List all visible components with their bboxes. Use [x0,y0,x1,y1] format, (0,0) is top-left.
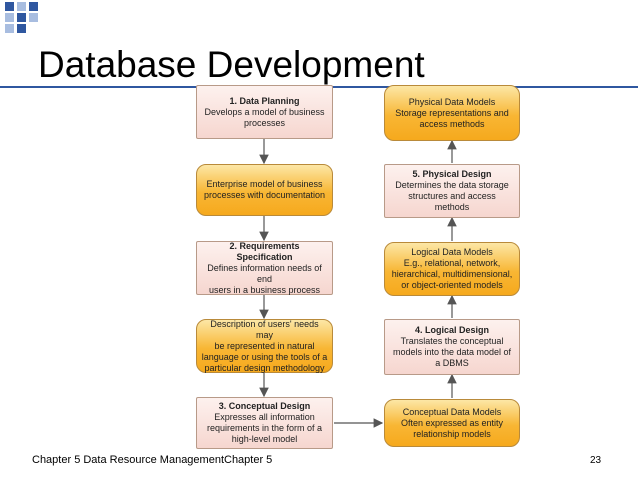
corner-square [5,24,14,33]
corner-square [17,2,26,11]
box-heading: 5. Physical Design [412,169,492,179]
conceptual-design-box: 3. Conceptual Design Expresses all infor… [196,397,333,449]
conceptual-data-models-box: Conceptual Data Models Often expressed a… [384,399,520,447]
box-heading: 4. Logical Design [414,325,490,335]
box-heading: 3. Conceptual Design [218,401,311,411]
corner-square [17,24,26,33]
box-body: Expresses all information requirements i… [206,412,323,444]
box-body: Develops a model of business processes [204,106,325,128]
box-body: Physical Data Models Storage representat… [395,96,509,129]
corner-square [17,13,26,22]
box-body: Enterprise model of business processes w… [203,179,326,200]
box-body: Determines the data storage structures a… [395,180,509,212]
data-planning-box: 1. Data Planning Develops a model of bus… [196,85,333,139]
box-body: Defines information needs of end users i… [207,262,322,295]
slide-footer: Chapter 5 Data Resource ManagementChapte… [32,454,273,466]
users-needs-box: Description of users' needs may be repre… [196,319,333,373]
corner-square [5,2,14,11]
corner-square [29,13,38,22]
slide-title: Database Development [38,44,425,85]
box-heading: 2. Requirements Specification [229,240,300,262]
box-body: Translates the conceptual models into th… [392,336,512,368]
requirements-specification-box: 2. Requirements Specification Defines in… [196,241,333,295]
physical-design-box: 5. Physical Design Determines the data s… [384,164,520,218]
logical-design-box: 4. Logical Design Translates the concept… [384,319,520,375]
logical-data-models-box: Logical Data Models E.g., relational, ne… [384,242,520,296]
box-heading: 1. Data Planning [229,95,300,106]
box-body: Conceptual Data Models Often expressed a… [400,406,504,439]
physical-data-models-box: Physical Data Models Storage representat… [384,85,520,141]
box-body: Description of users' needs may be repre… [201,318,328,373]
corner-square [5,13,14,22]
box-body: Logical Data Models E.g., relational, ne… [391,247,513,290]
page-number: 23 [590,455,602,466]
enterprise-model-box: Enterprise model of business processes w… [196,164,333,216]
corner-square [29,2,38,11]
